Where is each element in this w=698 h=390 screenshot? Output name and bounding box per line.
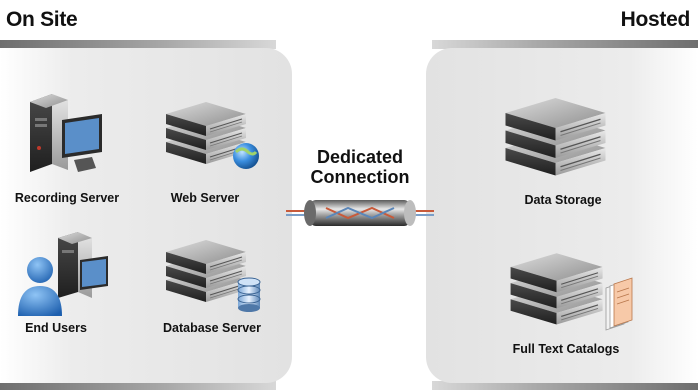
connection-label-line2: Connection [310,167,410,187]
dedicated-connection-icon [286,200,434,226]
heading-on-site: On Site [6,8,78,31]
connection-label-line1: Dedicated [316,147,404,167]
divider-bottom-right [432,381,698,390]
divider-top-left [0,40,276,49]
data-storage-icon [504,97,607,177]
end-users-label: End Users [25,321,87,335]
database-cylinder-icon [237,277,261,312]
recording-server-label: Recording Server [14,191,120,205]
end-users-icon [18,232,108,316]
full-text-catalogs-label: Full Text Catalogs [512,342,620,356]
divider-top-right [432,40,698,49]
heading-hosted: Hosted [620,8,691,31]
web-server-icon [165,101,259,169]
globe-icon [233,143,259,169]
connection-label: Dedicated Connection [296,147,424,187]
database-server-label: Database Server [163,321,261,335]
web-server-label: Web Server [170,191,240,205]
database-server-icon [165,239,261,312]
divider-bottom-left [0,381,276,390]
data-storage-label: Data Storage [524,193,602,207]
recording-server-icon [30,94,102,172]
document-stack-icon [605,277,633,331]
full-text-catalogs-icon [510,252,633,331]
